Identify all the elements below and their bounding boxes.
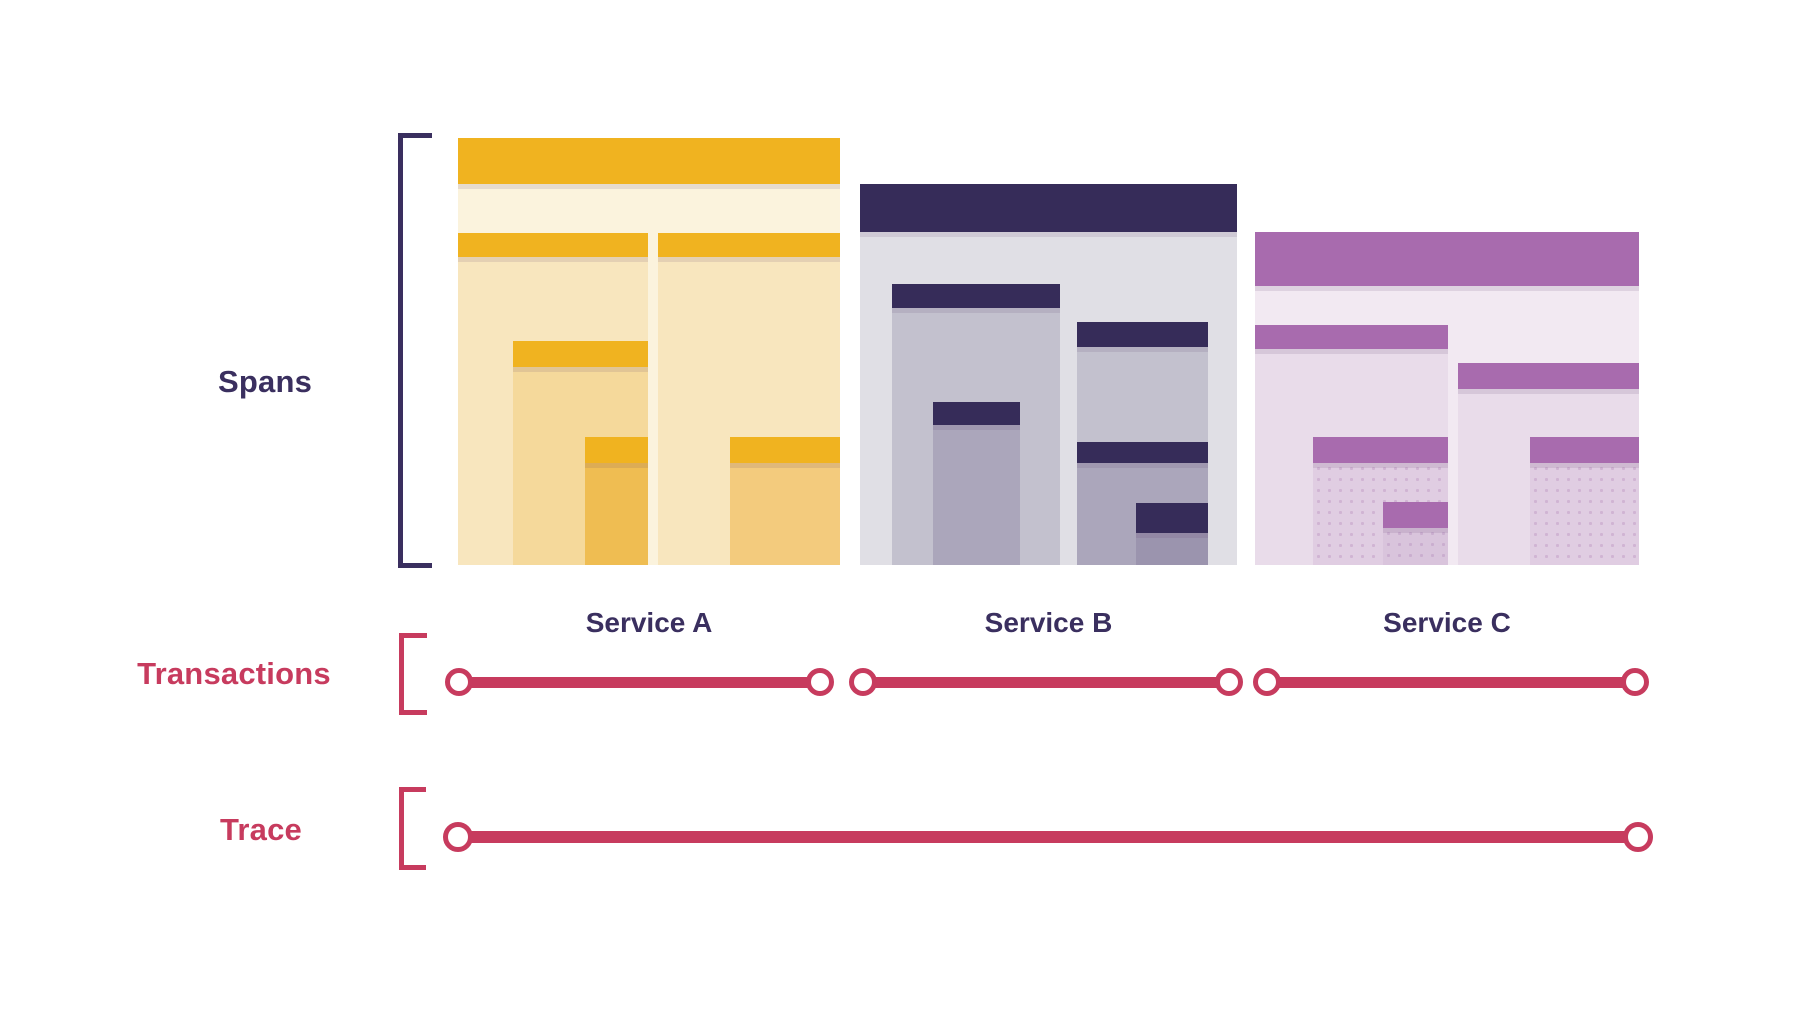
span-bar-child1-sub-bar-service-a bbox=[513, 341, 648, 367]
transaction-line-2 bbox=[863, 676, 1229, 688]
span-bar-child1-deep-bar-service-c bbox=[1383, 502, 1448, 528]
trace-start-circle bbox=[443, 822, 473, 852]
spans-label: Spans bbox=[217, 364, 313, 399]
span-bar-child2-bar-service-b bbox=[1077, 322, 1208, 347]
span-bar-child2-sub-bar-service-a bbox=[730, 437, 840, 463]
service-name-label-service-a: Service A bbox=[585, 607, 713, 638]
trace-line bbox=[458, 831, 1638, 843]
span-bar-child1-bar-service-c bbox=[1255, 325, 1448, 349]
span-bar-child2-bar-service-c bbox=[1458, 363, 1639, 389]
span-bar-child2-sub-bar-service-c bbox=[1530, 437, 1639, 463]
service-block-service-a bbox=[458, 138, 840, 565]
transaction-end-circle-1 bbox=[806, 668, 834, 696]
span-body-child2-sub-body-service-c bbox=[1530, 463, 1639, 565]
span-bar-child1-bar-service-a bbox=[458, 233, 648, 257]
transaction-line-3 bbox=[1267, 676, 1635, 688]
span-bar-child1-bar-service-b bbox=[892, 284, 1060, 308]
transaction-start-circle-1 bbox=[445, 668, 473, 696]
spans-bracket bbox=[398, 133, 432, 568]
transaction-end-circle-3 bbox=[1621, 668, 1649, 696]
service-block-service-b bbox=[860, 184, 1237, 565]
span-body-child2-deep-body-service-b bbox=[1136, 533, 1208, 565]
trace-end-circle bbox=[1623, 822, 1653, 852]
span-body-child1-sub-body-service-b bbox=[933, 425, 1020, 565]
span-bar-child2-deep-bar-service-b bbox=[1136, 503, 1208, 533]
trace-bracket bbox=[399, 787, 426, 870]
service-block-service-c bbox=[1255, 232, 1639, 565]
transaction-start-circle-3 bbox=[1253, 668, 1281, 696]
span-bar-root-bar-service-b bbox=[860, 184, 1237, 232]
trace-label: Trace bbox=[219, 812, 302, 847]
span-bar-root-bar-service-c bbox=[1255, 232, 1639, 286]
transaction-line-1 bbox=[459, 676, 820, 688]
transactions-label: Transactions bbox=[137, 656, 331, 691]
service-name-label-service-c: Service C bbox=[1383, 607, 1511, 638]
span-bar-child2-bar-service-a bbox=[658, 233, 840, 257]
span-body-child2-sub-body-service-a bbox=[730, 463, 840, 565]
transaction-start-circle-2 bbox=[849, 668, 877, 696]
span-bar-child1-sub-bar-service-b bbox=[933, 402, 1020, 425]
transaction-end-circle-2 bbox=[1215, 668, 1243, 696]
span-bar-child1-sub-bar-service-c bbox=[1313, 437, 1448, 463]
transactions-bracket bbox=[399, 633, 427, 715]
span-body-child1-deep-body-service-a bbox=[585, 463, 648, 565]
span-bar-child1-deep-bar-service-a bbox=[585, 437, 648, 463]
span-bar-child2-sub-bar-service-b bbox=[1077, 442, 1208, 463]
service-name-label-service-b: Service B bbox=[984, 607, 1113, 638]
span-bar-root-bar-service-a bbox=[458, 138, 840, 184]
span-body-child1-deep-body-service-c bbox=[1383, 528, 1448, 565]
